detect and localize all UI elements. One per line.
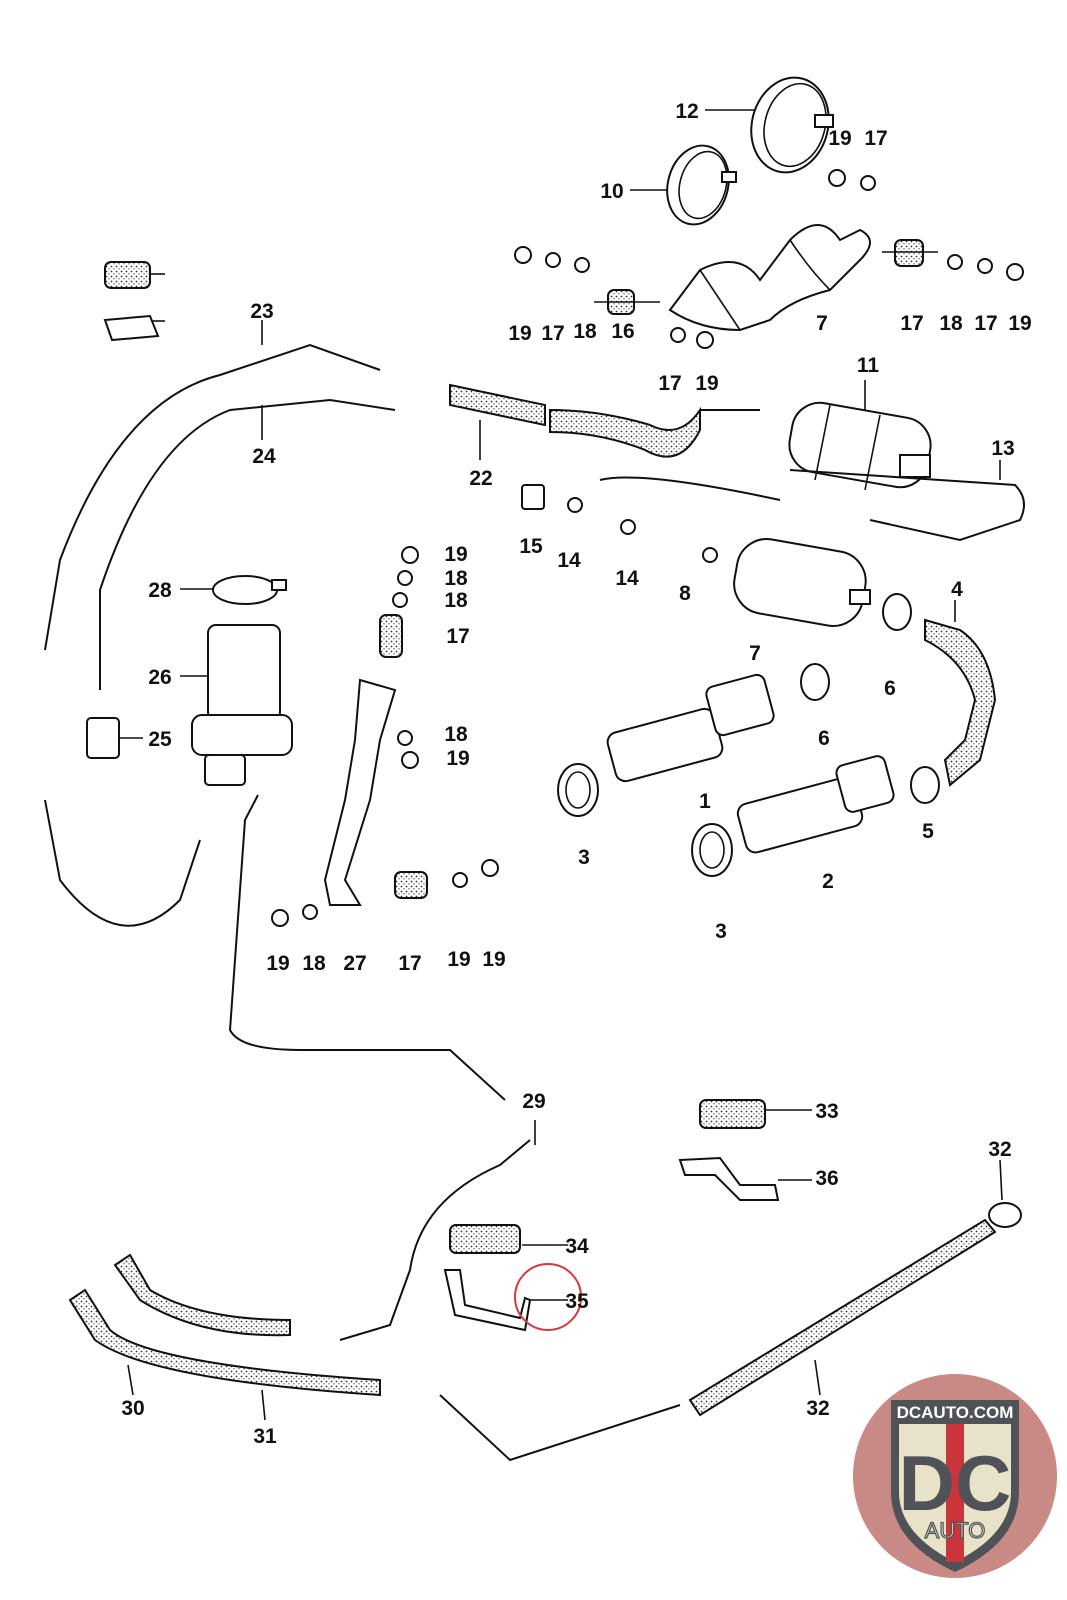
label-19: 19 xyxy=(266,952,289,975)
line-clamps-32-34 xyxy=(443,1099,780,1332)
label-10: 10 xyxy=(600,180,623,203)
hose-20 xyxy=(449,383,701,458)
fuel-filter-11 xyxy=(788,401,932,491)
logo-subtext: AUTO xyxy=(925,1518,986,1543)
label-18: 18 xyxy=(444,589,468,612)
label-6: 6 xyxy=(884,677,896,700)
label-19: 19 xyxy=(695,372,718,395)
label-16: 17 xyxy=(446,625,469,648)
label-29: 31 xyxy=(253,1425,277,1448)
lower-lines xyxy=(68,1139,1022,1462)
label-5: 5 xyxy=(922,820,934,843)
clamp-26 xyxy=(212,575,287,605)
label-16: 17 xyxy=(900,312,923,335)
label-34: 36 xyxy=(815,1167,838,1190)
label-17: 18 xyxy=(444,567,468,590)
bracket-9 xyxy=(668,224,871,332)
label-16: 16 xyxy=(611,320,634,343)
fuel-lines xyxy=(44,343,1025,1101)
label-30: 32 xyxy=(806,1397,829,1420)
label-14: 14 xyxy=(615,567,639,590)
label-19: 19 xyxy=(482,948,505,971)
label-32: 34 xyxy=(565,1235,589,1258)
label-11: 11 xyxy=(857,354,880,377)
label-19: 19 xyxy=(444,543,467,566)
label-28: 30 xyxy=(121,1397,144,1420)
label-8: 8 xyxy=(679,582,691,605)
clamp-12 xyxy=(750,76,834,174)
isolator-16-left xyxy=(594,289,660,315)
accumulator-24 xyxy=(191,624,293,786)
clamp-10 xyxy=(666,144,737,226)
label-3: 3 xyxy=(715,920,727,943)
dcauto-logo: DCAUTO.COM DC AUTO xyxy=(853,1374,1057,1578)
label-13: 13 xyxy=(991,437,1014,460)
label-32: 33 xyxy=(815,1100,838,1123)
label-17: 17 xyxy=(864,127,887,150)
label-18: 18 xyxy=(573,320,597,343)
line-clamp-35-36 xyxy=(103,261,160,342)
label-17: 18 xyxy=(444,723,468,746)
label-17: 17 xyxy=(541,322,564,345)
label-1: 1 xyxy=(699,790,711,813)
hardware-nuts-washers xyxy=(271,169,1024,927)
label-17: 19 xyxy=(447,948,470,971)
label-4: 4 xyxy=(951,578,963,601)
label-33: 35 xyxy=(565,1290,589,1313)
logo-initials: DC xyxy=(899,1439,1012,1527)
label-31: 32 xyxy=(988,1138,1011,1161)
label-19: 19 xyxy=(828,127,851,150)
label-19: 19 xyxy=(508,322,531,345)
label-9: 7 xyxy=(816,312,828,335)
label-7: 7 xyxy=(749,642,761,665)
label-2: 2 xyxy=(822,870,834,893)
highlight-circle-33 xyxy=(514,1263,582,1331)
leader-lines xyxy=(119,109,1003,1421)
label-12: 12 xyxy=(675,100,698,123)
fitting-23 xyxy=(86,717,120,759)
label-19: 19 xyxy=(446,747,469,770)
label-17: 18 xyxy=(302,952,326,975)
label-16: 17 xyxy=(398,952,421,975)
label-14: 14 xyxy=(557,549,581,572)
part-labels: 12 10 19 17 19 17 18 16 7 17 18 17 19 17… xyxy=(121,100,1031,1448)
label-25: 27 xyxy=(343,952,366,975)
isolator-16-right xyxy=(882,239,938,267)
label-15: 15 xyxy=(519,535,543,558)
label-20: 22 xyxy=(469,467,492,490)
bracket-25 xyxy=(323,614,428,906)
label-17: 17 xyxy=(658,372,681,395)
label-17: 17 xyxy=(974,312,997,335)
label-27: 29 xyxy=(522,1090,545,1113)
label-21: 23 xyxy=(250,300,273,323)
label-19: 19 xyxy=(1008,312,1031,335)
label-24: 26 xyxy=(148,666,171,689)
logo-site-text: DCAUTO.COM xyxy=(897,1403,1014,1422)
pump-2 xyxy=(736,755,895,854)
seals-3-5-6 xyxy=(557,593,940,877)
label-6: 6 xyxy=(818,727,830,750)
label-3: 3 xyxy=(578,846,590,869)
label-18: 18 xyxy=(939,312,963,335)
fuel-pump-7 xyxy=(733,538,871,627)
label-23: 25 xyxy=(148,728,172,751)
label-26: 28 xyxy=(148,579,172,602)
label-22: 24 xyxy=(252,445,276,468)
hose-4 xyxy=(924,618,997,787)
pump-1 xyxy=(606,673,775,783)
